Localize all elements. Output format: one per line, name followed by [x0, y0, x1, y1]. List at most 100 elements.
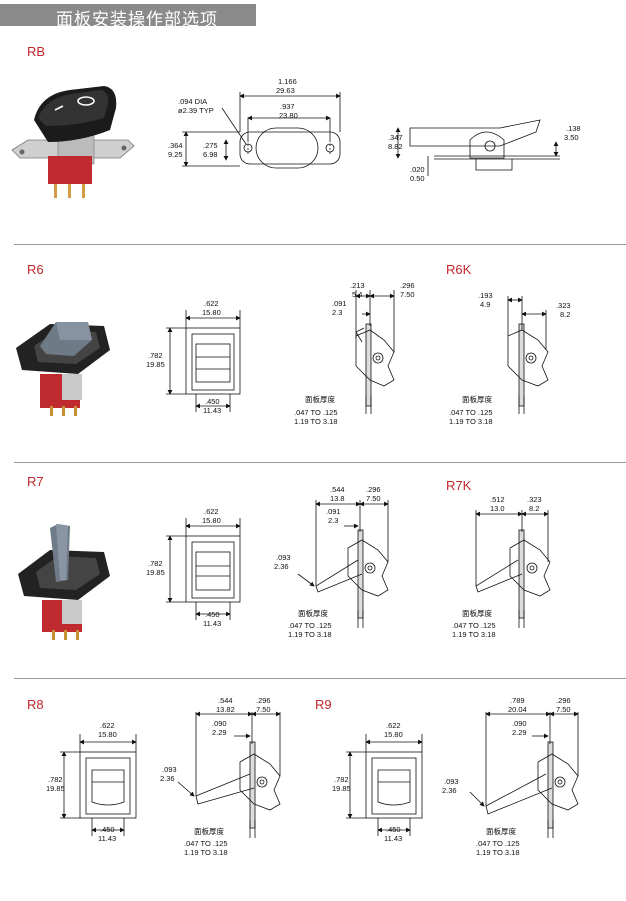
r7-lever-in: .093 [276, 553, 291, 562]
r6k-offset-mm: 4.9 [480, 300, 490, 309]
r8-body-width-mm: 11.43 [98, 834, 116, 843]
r6-depth-mm: 7.50 [400, 290, 415, 299]
r8-height-mm: 19.85 [46, 784, 65, 793]
r8-width-in: .622 [100, 721, 115, 730]
r9-width-mm: 15.80 [384, 730, 403, 739]
r6-height-mm: 19.85 [146, 360, 165, 369]
r8-lever-mm: 2.36 [160, 774, 175, 783]
rb-width-in: 1.166 [278, 77, 297, 86]
r7-reach-mm: 13.8 [330, 494, 345, 503]
r7-lever-mm: 2.36 [274, 562, 289, 571]
r7-front-view-drawing [166, 518, 241, 620]
r6-depth-in: .296 [400, 281, 415, 290]
r9-body-width-mm: 11.43 [384, 834, 402, 843]
r9-width-in: .622 [386, 721, 401, 730]
r8-panel-thickness-mm: 1.19 TO 3.18 [184, 848, 228, 857]
r8-depth-in: .296 [256, 696, 271, 705]
rb-side-height-mm: 8.82 [388, 142, 403, 151]
rb-hole-spacing-in: .937 [280, 102, 295, 111]
r8-panel-thickness-in: .047 TO .125 [184, 839, 228, 848]
r9-body-width-in: .450 [386, 825, 401, 834]
section-header-bar: 面板安装操作部选项 [0, 4, 256, 30]
r7-depth-mm: 7.50 [366, 494, 381, 503]
r7-width-in: .622 [204, 507, 219, 516]
r8-lever-in: .093 [162, 765, 177, 774]
r6-body-width-in: .450 [205, 397, 220, 406]
rb-hole-spacing-mm: 23.80 [279, 111, 298, 120]
r7-switch-photo [18, 524, 110, 640]
r6-bezel-in: .091 [332, 299, 347, 308]
rb-height-in: .364 [168, 141, 183, 150]
rb-side-height-in: .347 [388, 133, 403, 142]
r7k-reach-mm: 13.0 [490, 504, 505, 513]
section-divider [14, 244, 626, 245]
model-label-r7: R7 [27, 474, 44, 489]
r6-width-in: .622 [204, 299, 219, 308]
r7k-panel-thickness-label: 面板厚度 [462, 608, 492, 618]
r7-depth-in: .296 [366, 485, 381, 494]
r9-height-in: .782 [334, 775, 349, 784]
section-divider [14, 678, 626, 679]
model-label-r9: R9 [315, 697, 332, 712]
model-label-rb: RB [27, 44, 46, 59]
r6-front-view-drawing [166, 310, 241, 412]
r7k-panel-thickness-mm: 1.19 TO 3.18 [452, 630, 496, 639]
r6-panel-thickness-mm: 1.19 TO 3.18 [294, 417, 338, 426]
rb-side-view-drawing [395, 119, 560, 176]
rb-half-height-in: .275 [203, 141, 218, 150]
r8-height-in: .782 [48, 775, 63, 784]
r7k-side-view-drawing [475, 510, 551, 628]
rb-plate-thickness-mm: 0.50 [410, 174, 425, 183]
r6k-offset-in: .193 [478, 291, 493, 300]
model-label-r6k: R6K [446, 262, 472, 277]
r6k-depth-mm: 8.2 [560, 310, 570, 319]
r6-offset-mm: 5.4 [352, 290, 362, 299]
r7-width-mm: 15.80 [202, 516, 221, 525]
r9-lever-in: .093 [444, 777, 459, 786]
r9-side-view-drawing [469, 711, 579, 838]
r6k-side-view-drawing [507, 296, 549, 414]
r9-bezel-in: .090 [512, 719, 527, 728]
r8-side-view-drawing [177, 711, 281, 838]
r6-panel-thickness-label: 面板厚度 [305, 394, 335, 404]
r6-offset-in: .213 [350, 281, 365, 290]
r7k-depth-in: .323 [527, 495, 542, 504]
r6-body-width-mm: 11.43 [203, 406, 221, 415]
rb-hole-dia-mm: ø2.39 TYP [178, 106, 214, 115]
r7-panel-thickness-in: .047 TO .125 [288, 621, 332, 630]
r7k-reach-in: .512 [490, 495, 505, 504]
rb-actuator-offset-mm: 3.50 [564, 133, 579, 142]
r8-reach-in: .544 [218, 696, 233, 705]
r8-depth-mm: 7.50 [256, 705, 271, 714]
r8-bezel-mm: 2.29 [212, 728, 227, 737]
r9-lever-mm: 2.36 [442, 786, 457, 795]
rb-top-view-drawing [182, 92, 341, 169]
r6-width-mm: 15.80 [202, 308, 221, 317]
r7-panel-thickness-label: 面板厚度 [298, 608, 328, 618]
r9-panel-thickness-mm: 1.19 TO 3.18 [476, 848, 520, 857]
r6-bezel-mm: 2.3 [332, 308, 342, 317]
r7-reach-in: .544 [330, 485, 345, 494]
r6k-panel-thickness-mm: 1.19 TO 3.18 [449, 417, 493, 426]
r8-width-mm: 15.80 [98, 730, 117, 739]
r6-switch-photo [16, 322, 110, 416]
r8-front-view-drawing [60, 734, 137, 836]
r8-panel-thickness-label: 面板厚度 [194, 826, 224, 836]
r8-body-width-in: .450 [100, 825, 115, 834]
r7-body-width-in: .450 [205, 610, 220, 619]
r9-depth-in: .296 [556, 696, 571, 705]
section-divider [14, 462, 626, 463]
r6k-panel-thickness-in: .047 TO .125 [449, 408, 493, 417]
r9-bezel-mm: 2.29 [512, 728, 527, 737]
section-title: 面板安装操作部选项 [56, 10, 218, 30]
r7k-panel-thickness-in: .047 TO .125 [452, 621, 496, 630]
r8-bezel-in: .090 [212, 719, 227, 728]
r6k-panel-thickness-label: 面板厚度 [462, 394, 492, 404]
r9-front-view-drawing [346, 734, 423, 836]
r7-bezel-in: .091 [326, 507, 341, 516]
rb-actuator-offset-in: .138 [566, 124, 581, 133]
rb-hole-dia-in: .094 DIA [178, 97, 207, 106]
r7-height-in: .782 [148, 559, 163, 568]
r9-panel-thickness-label: 面板厚度 [486, 826, 516, 836]
